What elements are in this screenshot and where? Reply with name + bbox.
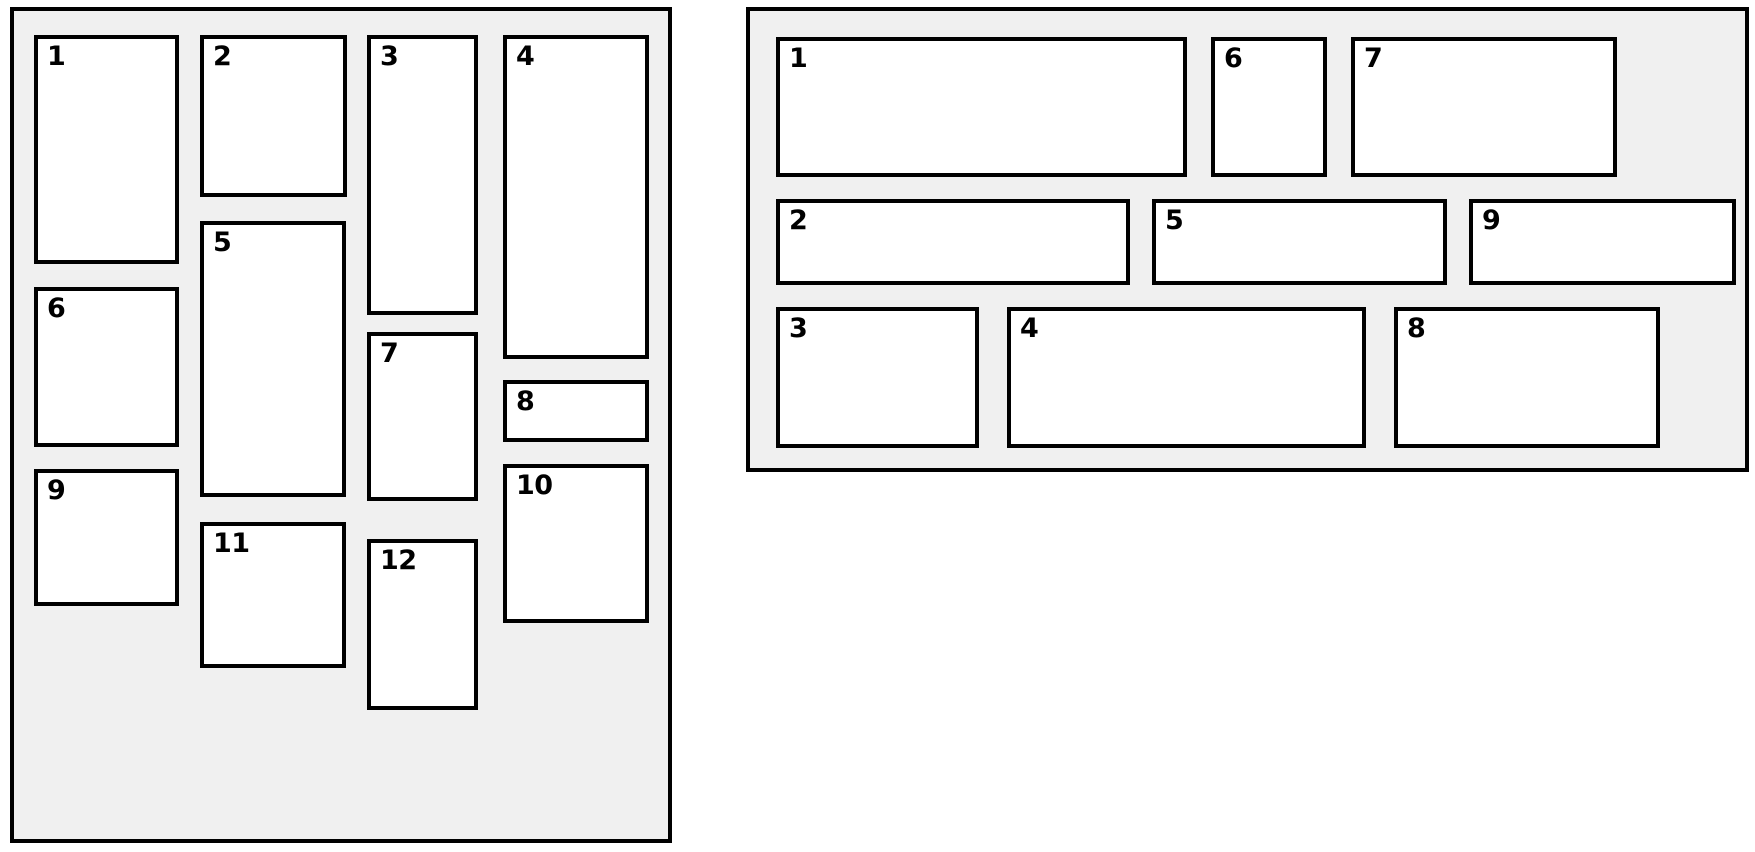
left-panel-box-2[interactable]: 2 — [200, 35, 347, 197]
left-panel-box-4-label: 4 — [516, 41, 535, 72]
right-panel-box-5-label: 5 — [1165, 205, 1184, 236]
right-panel-box-3-label: 3 — [789, 313, 808, 344]
left-panel-box-12-label: 12 — [380, 545, 417, 576]
right-panel-box-6-label: 6 — [1224, 43, 1243, 74]
left-panel-box-11-label: 11 — [213, 528, 250, 559]
right-panel-box-5[interactable]: 5 — [1152, 199, 1447, 285]
right-panel-box-8[interactable]: 8 — [1394, 307, 1660, 448]
left-panel-box-10-label: 10 — [516, 470, 553, 501]
left-panel-box-5-label: 5 — [213, 227, 232, 258]
right-panel-box-7-label: 7 — [1364, 43, 1383, 74]
right-panel-box-3[interactable]: 3 — [776, 307, 979, 448]
left-panel-box-3[interactable]: 3 — [367, 35, 478, 315]
right-panel-box-1-label: 1 — [789, 43, 808, 74]
right-panel: 1 6 7 2 5 9 3 4 8 — [746, 7, 1749, 472]
left-panel-box-2-label: 2 — [213, 41, 232, 72]
left-panel-box-12[interactable]: 12 — [367, 539, 478, 710]
left-panel-box-8[interactable]: 8 — [503, 380, 649, 442]
right-panel-box-6[interactable]: 6 — [1211, 37, 1327, 177]
left-panel-box-1[interactable]: 1 — [34, 35, 179, 264]
left-panel-box-7[interactable]: 7 — [367, 332, 478, 501]
left-panel-box-1-label: 1 — [47, 41, 66, 72]
left-panel-box-6-label: 6 — [47, 293, 66, 324]
right-panel-box-9-label: 9 — [1482, 205, 1501, 236]
right-panel-box-2-label: 2 — [789, 205, 808, 236]
right-panel-box-4-label: 4 — [1020, 313, 1039, 344]
left-panel-box-8-label: 8 — [516, 386, 535, 417]
left-panel-box-5[interactable]: 5 — [200, 221, 346, 497]
right-panel-box-7[interactable]: 7 — [1351, 37, 1617, 177]
right-panel-box-2[interactable]: 2 — [776, 199, 1130, 285]
left-panel-box-6[interactable]: 6 — [34, 287, 179, 447]
left-panel-box-9-label: 9 — [47, 475, 66, 506]
left-panel-box-9[interactable]: 9 — [34, 469, 179, 606]
left-panel-box-10[interactable]: 10 — [503, 464, 649, 623]
left-panel-box-11[interactable]: 11 — [200, 522, 346, 668]
right-panel-box-8-label: 8 — [1407, 313, 1426, 344]
right-panel-box-9[interactable]: 9 — [1469, 199, 1736, 285]
left-panel-box-7-label: 7 — [380, 338, 399, 369]
right-panel-box-4[interactable]: 4 — [1007, 307, 1366, 448]
right-panel-box-1[interactable]: 1 — [776, 37, 1187, 177]
left-panel-box-4[interactable]: 4 — [503, 35, 649, 359]
left-panel-box-3-label: 3 — [380, 41, 399, 72]
